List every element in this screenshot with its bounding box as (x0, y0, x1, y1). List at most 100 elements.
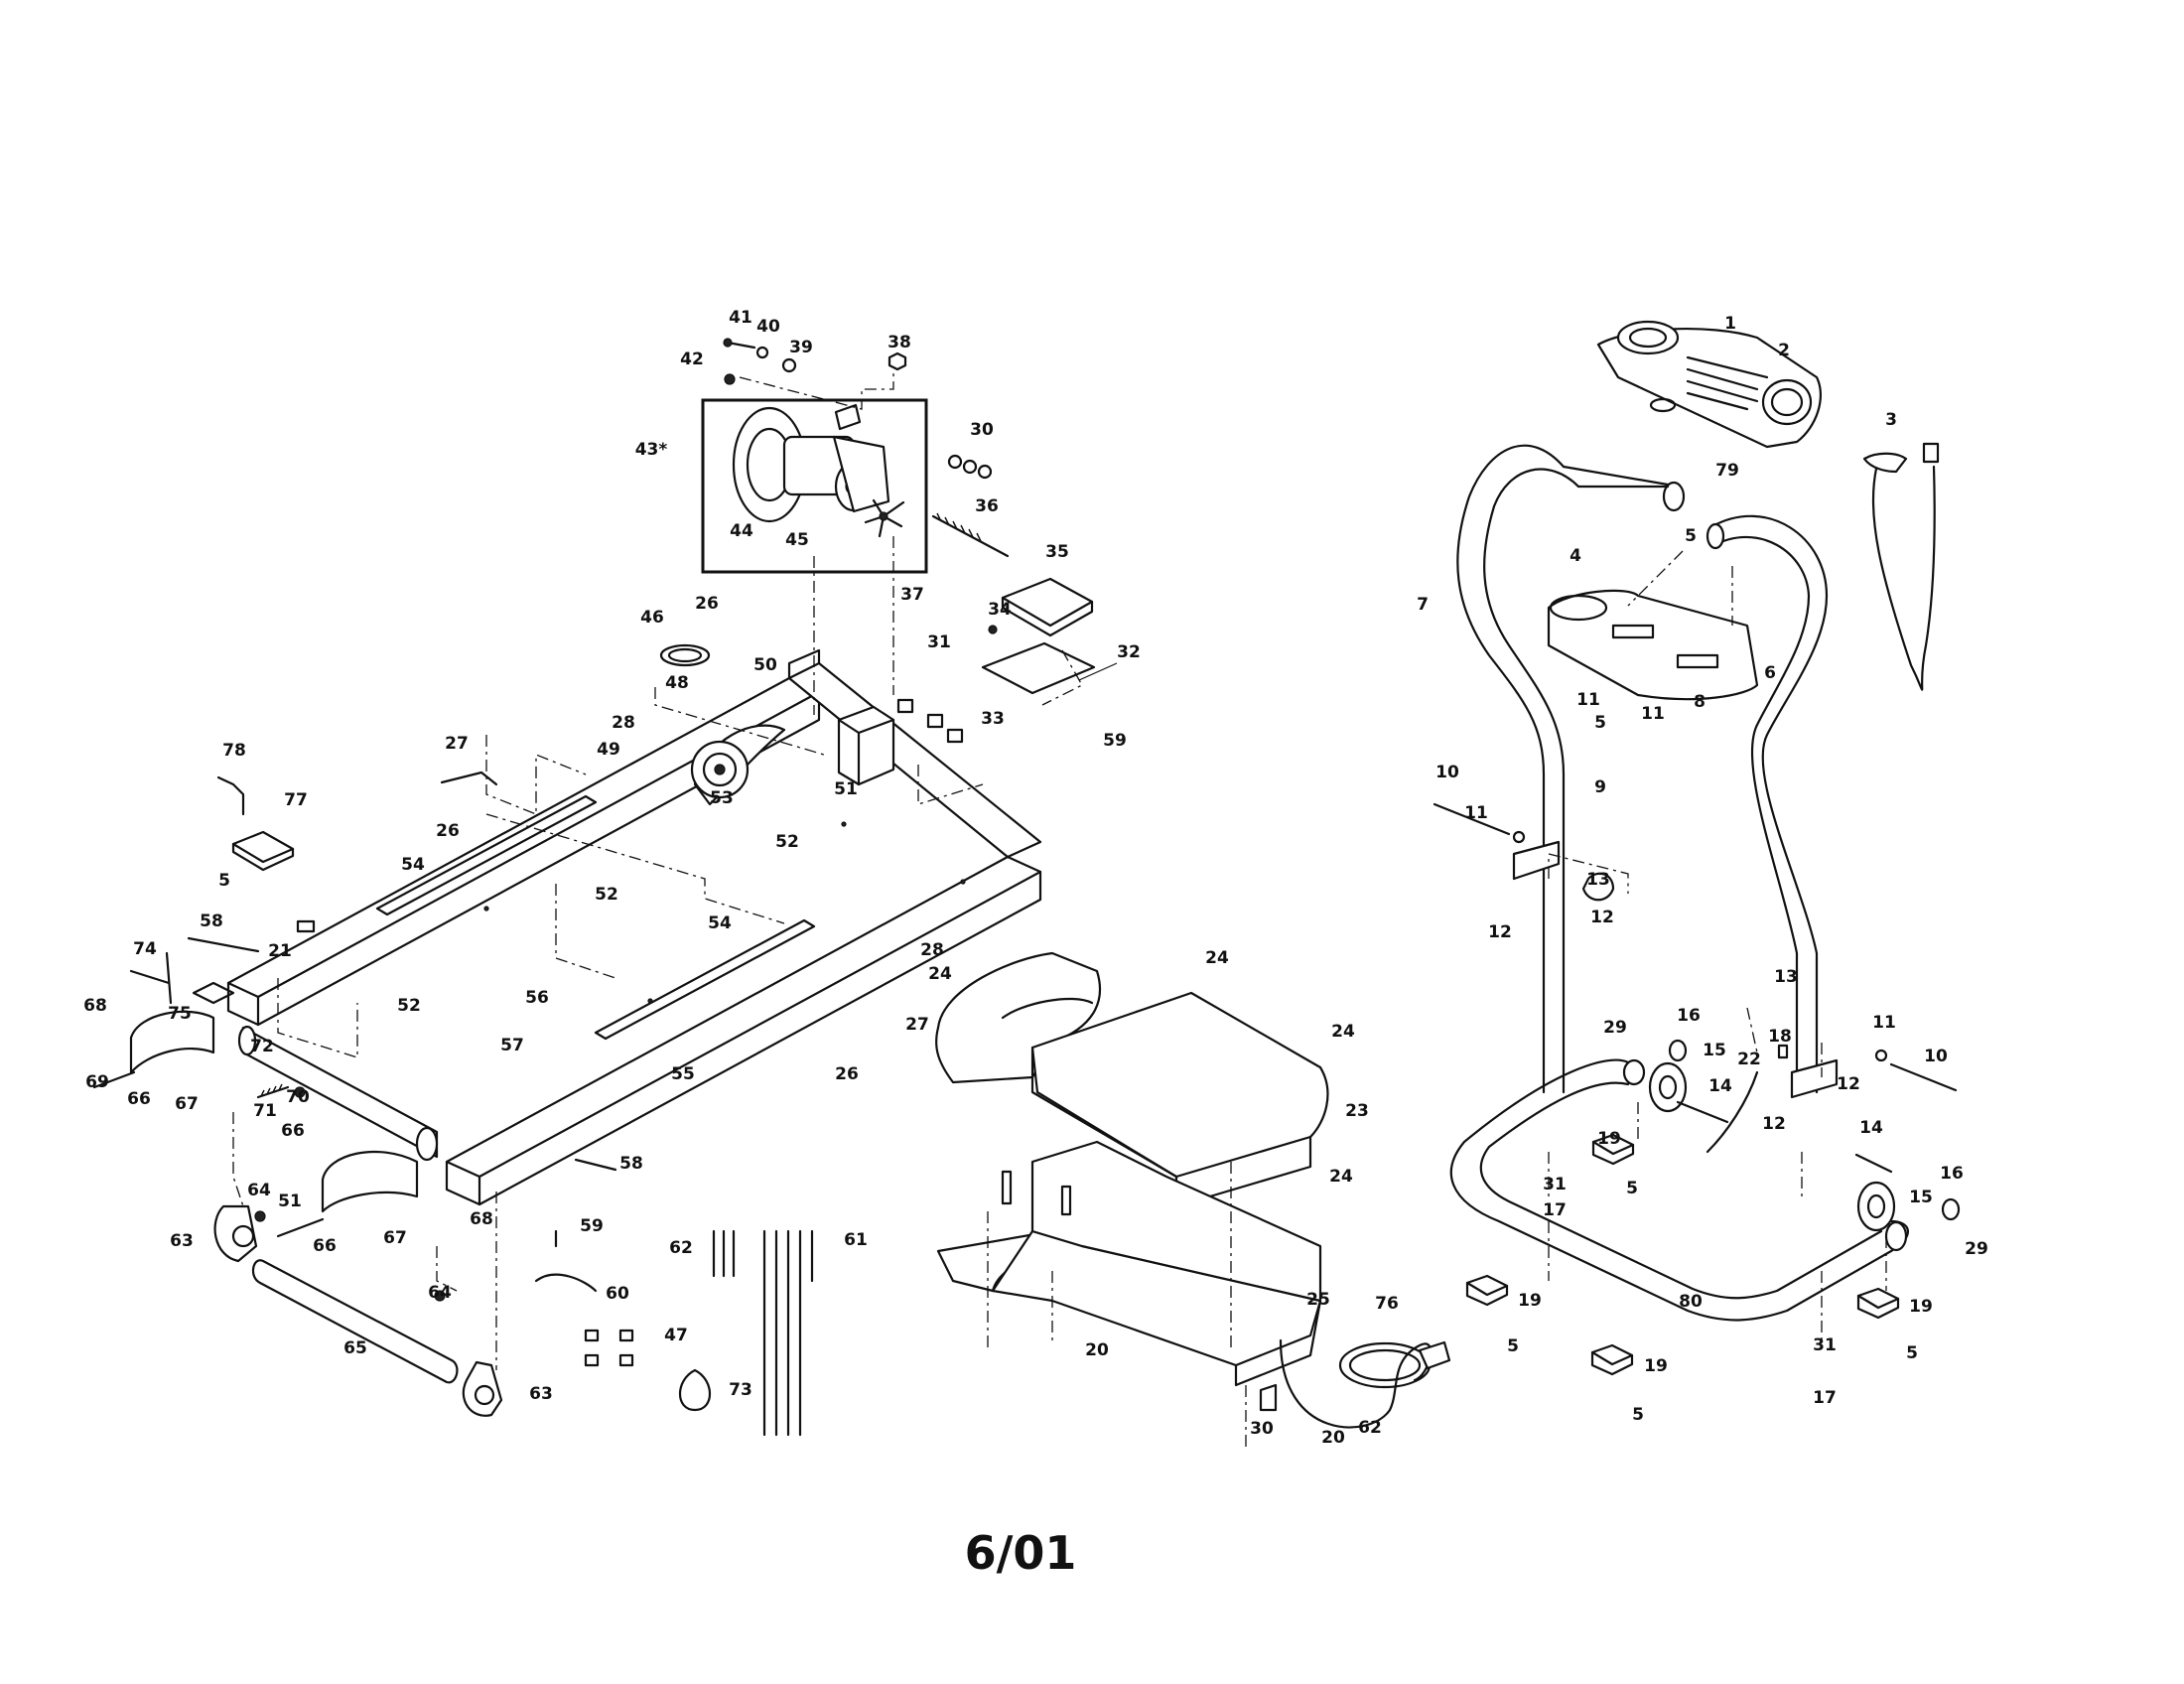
part-callout: 19 (1909, 1297, 1933, 1317)
part-callout: 10 (1924, 1047, 1948, 1066)
part-callout: 26 (695, 594, 719, 614)
part-callout: 5 (1632, 1405, 1644, 1425)
part-callout: 54 (708, 913, 732, 933)
part-callout: 68 (470, 1209, 493, 1229)
part-callout: 40 (756, 317, 780, 337)
part-callout: 16 (1677, 1006, 1701, 1026)
part-callout: 42 (680, 350, 704, 369)
assembly-guide-lines (232, 369, 1887, 1450)
safety-key-and-clip (1862, 442, 1940, 691)
part-callout: 59 (1103, 731, 1127, 751)
part-callout: 54 (401, 855, 425, 875)
date-code: 6/01 (965, 1526, 1077, 1580)
part-callout: 70 (286, 1087, 310, 1107)
rear-foot-assembly (213, 1204, 503, 1417)
part-callout: 62 (1358, 1418, 1382, 1438)
part-callout: 60 (606, 1284, 629, 1304)
part-callout: 19 (1518, 1291, 1542, 1311)
part-callout: 36 (975, 496, 999, 516)
wire-harness (659, 643, 711, 667)
part-callout: 15 (1909, 1188, 1933, 1207)
part-callout: 20 (1085, 1340, 1109, 1360)
part-callout: 24 (928, 964, 952, 984)
part-callout: 78 (222, 741, 246, 761)
leveling-feet (1465, 1133, 1900, 1376)
part-callout: 34 (988, 600, 1012, 620)
part-callout: 22 (1737, 1050, 1761, 1069)
part-callout: 2 (1778, 341, 1790, 360)
part-callout: 52 (595, 885, 618, 905)
part-callout: 11 (1641, 704, 1665, 724)
part-callout: 49 (597, 740, 620, 760)
part-callout: 31 (1543, 1175, 1567, 1194)
part-callout: 5 (1906, 1343, 1918, 1363)
part-callout: 3 (1885, 410, 1897, 430)
part-callout: 48 (665, 673, 689, 693)
part-callout: 20 (1321, 1428, 1345, 1448)
part-callout: 19 (1597, 1129, 1621, 1149)
part-callout: 51 (278, 1192, 302, 1211)
part-callout: 21 (268, 941, 292, 961)
motor-hood (935, 951, 1329, 1208)
part-callout: 11 (1872, 1013, 1896, 1033)
small-hardware-kit (534, 1229, 711, 1412)
part-callout: 12 (1590, 908, 1614, 927)
part-callout: 64 (247, 1181, 271, 1200)
part-callout: 57 (500, 1036, 524, 1055)
motor-assembly (701, 398, 928, 574)
part-callout: 46 (640, 608, 664, 628)
base-wheels (1433, 802, 1961, 1232)
part-callout: 62 (669, 1238, 693, 1258)
part-callout: 30 (1250, 1419, 1274, 1439)
part-callout: 77 (284, 790, 308, 810)
part-callout: 37 (900, 585, 924, 605)
part-callout: 58 (200, 912, 223, 931)
part-callout: 15 (1703, 1041, 1726, 1060)
part-callout: 55 (671, 1064, 695, 1084)
cable-ties (712, 1229, 814, 1437)
part-callout: 6 (1764, 663, 1776, 683)
part-callout: 23 (1345, 1101, 1369, 1121)
part-callout: 26 (436, 821, 460, 841)
part-callout: 63 (170, 1231, 194, 1251)
part-callout: 58 (619, 1154, 643, 1174)
part-callout: 44 (730, 521, 753, 541)
part-callout: 4 (1570, 546, 1581, 566)
part-callout: 13 (1774, 967, 1798, 987)
part-callout: 10 (1435, 763, 1459, 782)
part-callout: 8 (1694, 692, 1706, 712)
part-callout: 9 (1594, 777, 1606, 797)
part-callout: 50 (753, 655, 777, 675)
console (1596, 320, 1822, 449)
part-callout: 5 (1594, 713, 1606, 733)
part-callout: 12 (1837, 1074, 1860, 1094)
part-callout: 26 (835, 1064, 859, 1084)
part-callout: 5 (1685, 526, 1697, 546)
part-callout: 12 (1488, 922, 1512, 942)
part-callout: 66 (281, 1121, 305, 1141)
part-callout: 25 (1306, 1290, 1330, 1310)
part-callout: 41 (729, 308, 752, 328)
part-callout: 52 (397, 996, 421, 1016)
part-callout: 66 (313, 1236, 337, 1256)
part-callout: 56 (525, 988, 549, 1008)
part-callout: 29 (1965, 1239, 1988, 1259)
part-callout: 5 (1626, 1179, 1638, 1198)
part-callout: 14 (1859, 1118, 1883, 1138)
part-callout: 11 (1464, 803, 1488, 823)
part-callout: 52 (775, 832, 799, 852)
part-callout: 17 (1543, 1200, 1567, 1220)
part-callout: 38 (887, 333, 911, 352)
part-callout: 5 (218, 871, 230, 891)
part-callout: 51 (834, 779, 858, 799)
part-callout: 59 (580, 1216, 604, 1236)
part-callout: 24 (1329, 1167, 1353, 1187)
part-callout: 16 (1940, 1164, 1964, 1184)
right-upright (1706, 514, 1829, 1094)
part-callout: 24 (1331, 1022, 1355, 1042)
part-callout: 68 (83, 996, 107, 1016)
part-callout: 13 (1586, 870, 1610, 890)
part-callout: 39 (789, 338, 813, 357)
part-callout: 64 (428, 1283, 452, 1303)
